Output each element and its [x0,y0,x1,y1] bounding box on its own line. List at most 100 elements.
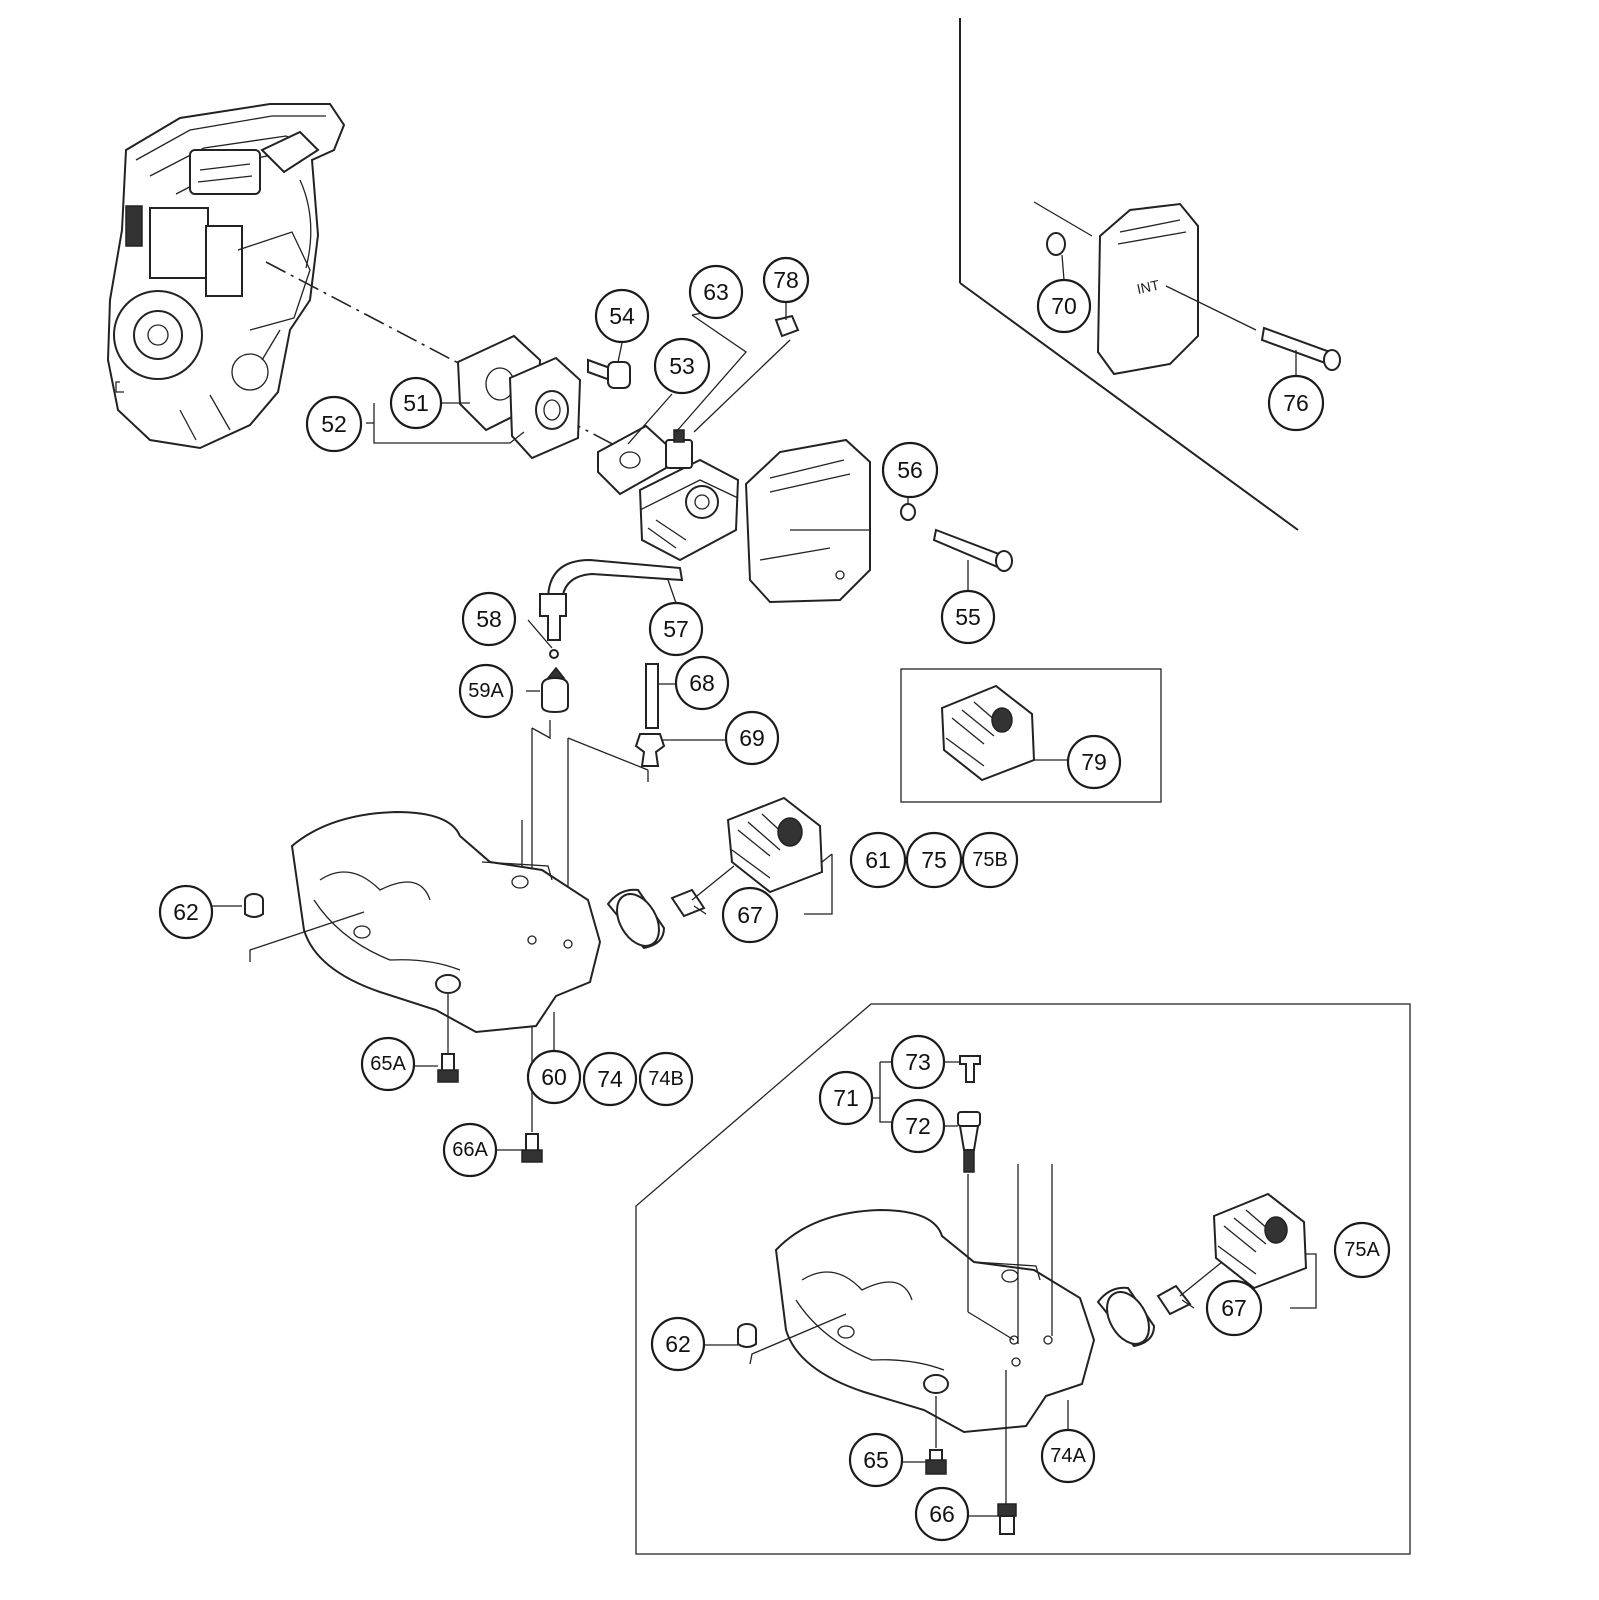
svg-text:63: 63 [703,279,729,305]
engine-illustration [106,103,346,450]
svg-text:51: 51 [403,390,429,416]
callout-72: 72 [890,1098,946,1154]
bolt-76 [1260,326,1341,371]
svg-text:67: 67 [1221,1295,1247,1321]
svg-text:53: 53 [669,353,695,379]
bolt-54 [587,358,631,389]
inset-frame-top-right [959,18,1299,531]
stud-72 [957,1111,981,1173]
svg-text:61: 61 [865,847,891,873]
svg-text:58: 58 [476,606,502,632]
collar-62-inset [737,1323,757,1348]
svg-text:73: 73 [905,1049,931,1075]
svg-text:62: 62 [665,1331,691,1357]
svg-text:65: 65 [863,1447,889,1473]
svg-text:74: 74 [597,1066,623,1092]
callout-51: 51 [389,376,443,430]
callout-57: 57 [648,601,704,657]
callout-66: 66 [914,1486,970,1542]
leader-lines [210,254,1317,1517]
o-ring-70 [1046,232,1066,256]
stud-73 [959,1055,981,1083]
filter-element-79 [940,684,1036,782]
throttle-wire [693,339,791,433]
leader-62-inset [749,1313,847,1365]
callout-61: 61 [849,831,907,889]
washer-56 [900,503,916,521]
svg-text:71: 71 [833,1085,859,1111]
svg-text:56: 56 [897,457,923,483]
svg-text:72: 72 [905,1113,931,1139]
callout-75: 75 [905,831,963,889]
carburetor [638,429,740,562]
leader-62-case [249,911,365,962]
svg-text:74A: 74A [1050,1445,1086,1467]
callout-68: 68 [674,655,730,711]
breather-67-inset [1156,1261,1223,1316]
air-cleaner-cover [744,438,871,604]
air-filter-element-75a [1212,1192,1308,1290]
svg-text:60: 60 [541,1064,567,1090]
callout-65: 65 [848,1432,904,1488]
svg-text:67: 67 [737,902,763,928]
insulator-block [508,356,582,460]
callout-74b: 74B [638,1051,694,1107]
svg-text:59A: 59A [468,680,504,702]
air-cleaner-case-74a [774,1208,1096,1434]
callout-73: 73 [890,1034,946,1090]
svg-text:57: 57 [663,616,689,642]
grommet-59a [541,666,569,714]
callout-78: 78 [762,256,810,304]
callout-55: 55 [940,589,996,645]
callout-65a: 65A [360,1036,416,1092]
svg-text:75: 75 [921,847,947,873]
callout-60: 60 [526,1049,582,1105]
callout-71: 71 [818,1070,874,1126]
svg-text:52: 52 [321,411,347,437]
pipe-68 [645,663,659,729]
svg-text:69: 69 [739,725,765,751]
svg-text:76: 76 [1283,390,1309,416]
callout-76: 76 [1267,374,1325,432]
bolt-55 [932,528,1013,572]
callout-62-inset: 62 [650,1316,706,1372]
axis-line-76 [1165,285,1257,331]
bolt-66 [997,1503,1017,1535]
svg-text:75A: 75A [1344,1239,1380,1261]
svg-text:78: 78 [773,267,799,293]
svg-text:75B: 75B [972,849,1008,871]
callout-56: 56 [881,441,939,499]
svg-text:70: 70 [1051,293,1077,319]
svg-text:55: 55 [955,604,981,630]
callout-69: 69 [724,710,780,766]
svg-text:66A: 66A [452,1139,488,1161]
callout-75b: 75B [961,831,1019,889]
svg-text:62: 62 [173,899,199,925]
callout-59a: 59A [458,663,514,719]
callout-54: 54 [594,288,650,344]
callout-52: 52 [305,395,363,453]
air-filter-element-61 [726,796,824,894]
svg-text:54: 54 [609,303,635,329]
callout-67: 67 [721,886,779,944]
grommet-69 [634,733,666,767]
callout-53: 53 [653,337,711,395]
intake-elbow [606,888,666,950]
svg-text:68: 68 [689,670,715,696]
bolt-65 [925,1449,947,1475]
fuel-pipe-57 [539,558,684,641]
svg-text:74B: 74B [648,1068,684,1090]
svg-text:66: 66 [929,1501,955,1527]
callout-75a: 75A [1333,1221,1391,1279]
collar-62 [244,893,264,918]
air-cleaner-case-60 [290,810,602,1034]
bolt-66a [521,1133,543,1163]
svg-text:79: 79 [1081,749,1107,775]
assembly-lines-inset [935,1164,1053,1504]
axis-line-inset [1033,201,1093,237]
callout-74a: 74A [1040,1428,1096,1484]
breather-67 [670,865,735,918]
callout-58: 58 [461,591,517,647]
callout-66a: 66A [442,1122,498,1178]
